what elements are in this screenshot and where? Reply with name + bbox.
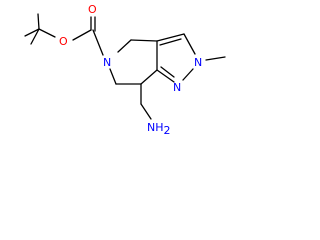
atom-label-ester-oxygen: O xyxy=(59,35,68,48)
bond-pyrazole-c7a-n1 xyxy=(156,69,175,83)
molecule-structure: O O N N N NH2 xyxy=(24,3,226,137)
amine-label-nh: NH xyxy=(147,121,164,134)
bond-ring-n-ch2-top xyxy=(117,39,132,53)
bond-ring-ch2-top-c3a xyxy=(130,39,158,42)
bond-ch2-nh2 xyxy=(140,103,152,120)
atom-label-amine: NH2 xyxy=(147,121,171,137)
bond-tbu-oxygen xyxy=(38,28,56,38)
bond-oxygen-carbonyl-carbon xyxy=(72,29,92,41)
bond-pyrazole-n2-n1 xyxy=(182,68,194,81)
atom-label-ring-nitrogen: N xyxy=(103,56,111,69)
atom-label-pyrazole-nitrogen: N xyxy=(173,81,181,94)
bond-tbu-methyl-top xyxy=(37,13,40,30)
bond-pyrazole-c3-n2 xyxy=(183,33,196,55)
bond-ring-n-ch2-bottom xyxy=(109,68,117,85)
bond-pyrazole-c7a-n1-inner xyxy=(160,66,175,78)
bond-n-methyl xyxy=(205,56,226,61)
bond-carbonyl-carbon-nitrogen xyxy=(92,29,104,56)
bond-pyrazole-c3a-c3-inner xyxy=(159,38,182,46)
atom-label-methyl-nitrogen: N xyxy=(194,56,202,69)
bond-tbu-methyl-bottom xyxy=(30,28,40,45)
amine-label-subscript: 2 xyxy=(164,124,171,137)
bond-tbu-methyl-left xyxy=(24,28,40,37)
bond-pyrazole-c3a-c3 xyxy=(156,33,185,42)
atom-label-carbonyl-oxygen: O xyxy=(88,3,97,16)
bond-ring-c7-c7a xyxy=(140,69,158,85)
